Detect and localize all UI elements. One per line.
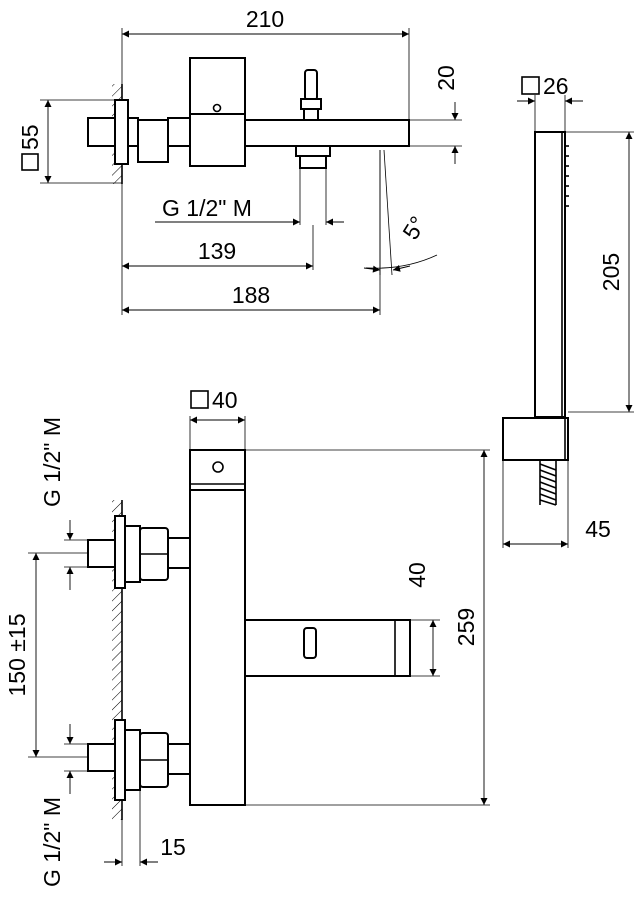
dim-wall-offset: 15 <box>160 834 186 860</box>
shower-view: 26 205 45 <box>502 73 634 548</box>
wall-flange-upper <box>114 515 126 589</box>
diverter-knob-top <box>304 69 318 101</box>
dim-centres: 150 ±15 <box>4 614 30 697</box>
square-symbol-icon <box>521 76 540 95</box>
dim-body-square-text: 40 <box>212 387 238 413</box>
handle-screw-top <box>212 103 222 113</box>
flange-collar-lower <box>124 729 141 791</box>
dim-inlet-thread-bottom: G 1/2" M <box>39 797 65 887</box>
dim-handle-square: 26 <box>521 73 569 99</box>
handle-block-top <box>189 57 246 115</box>
diverter-stem-top <box>303 108 319 121</box>
mixer-body-front <box>189 489 246 806</box>
dim-flange-square: 55 <box>17 124 43 171</box>
dim-outlet-thread: G 1/2" M <box>162 195 252 221</box>
shower-nozzles <box>565 145 569 207</box>
dim-inlet-thread-top: G 1/2" M <box>39 417 65 507</box>
dim-outlet-distance: 139 <box>198 238 236 264</box>
wall-flange-lower <box>114 719 126 801</box>
diverter-knob-front <box>303 627 317 659</box>
square-symbol-icon <box>21 153 39 171</box>
square-symbol-icon <box>190 390 209 409</box>
outlet-thread-top <box>299 155 327 169</box>
outlet-nut-top <box>295 145 331 157</box>
cap-screw-front <box>212 461 224 473</box>
dim-holder-depth: 45 <box>585 516 611 542</box>
spout-top <box>244 119 410 147</box>
dim-overall-width: 210 <box>246 6 284 32</box>
dim-flange-square-text: 55 <box>17 124 43 150</box>
inlet-nipple-upper <box>87 539 116 568</box>
shower-handle <box>534 131 566 418</box>
diverter-base-top <box>300 98 322 110</box>
inlet-nipple-lower <box>87 743 116 772</box>
dim-handle-square-text: 26 <box>543 73 569 99</box>
flange-collar-upper <box>124 525 141 583</box>
dim-spout-height: 40 <box>404 562 430 588</box>
shower-holder <box>502 417 569 461</box>
nut-top <box>137 119 169 163</box>
dim-body-square: 40 <box>190 387 238 413</box>
connector-lower <box>167 743 191 775</box>
flange-collar-top <box>127 117 139 147</box>
wall-flange-top <box>114 99 129 165</box>
connector-upper <box>167 537 191 569</box>
wall-hatch-front <box>112 500 122 820</box>
connector-top <box>167 117 193 147</box>
dim-handle-length: 205 <box>598 253 624 291</box>
dim-spout-length: 188 <box>232 282 270 308</box>
spout-front <box>244 619 411 677</box>
dim-body-height: 259 <box>453 608 479 646</box>
top-view: 210 20 55 G 1/2" M 139 188 <box>17 6 462 315</box>
dim-handle-height: 20 <box>433 65 459 91</box>
mixer-body-top <box>189 113 246 167</box>
angle-arc <box>365 254 438 269</box>
front-view: 40 G 1/2" M 150 ±15 G 1/2" M 40 259 <box>4 387 490 887</box>
shower-hose <box>539 460 557 506</box>
inlet-nipple-top <box>87 117 116 147</box>
dim-angle: 5° <box>397 212 431 244</box>
